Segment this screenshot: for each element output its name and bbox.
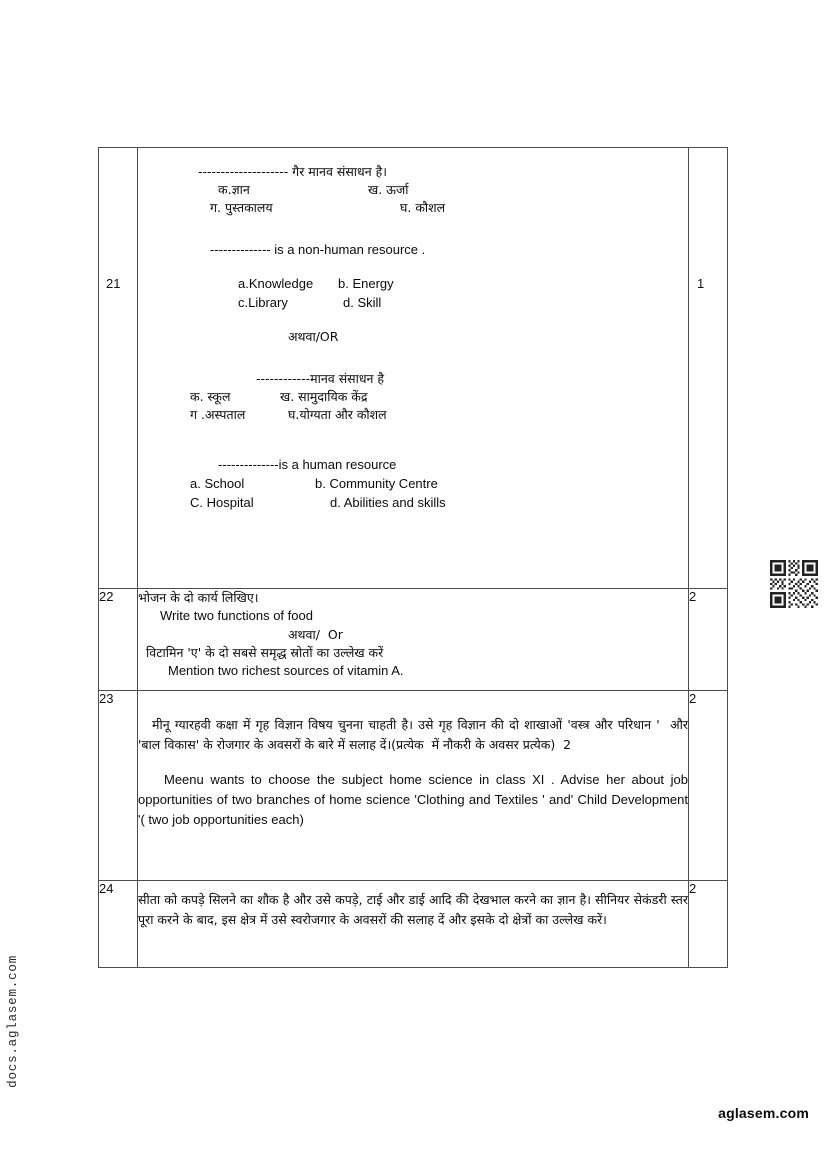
marks-value: 2 [689,589,697,604]
q21-alt-hindi-options-row-1: क. स्कूल ख. सामुदायिक केंद्र [138,388,688,406]
table-row: 22 भोजन के दो कार्य लिखिए। Write two fun… [98,588,728,691]
q21-alt-english-options-row-1: a. School b. Community Centre [138,475,688,494]
question-number: 21 [106,276,121,291]
marks-value: 2 [689,881,697,896]
table-row: 21 -------------------- गैर मानव संसाधन … [98,147,728,589]
q21-alt-english-stem: --------------is a human resource [218,457,397,473]
q21-hindi-option-a: क.ज्ञान [218,182,250,198]
question-body-cell: भोजन के दो कार्य लिखिए। Write two functi… [137,588,689,691]
q21-english-option-d: d. Skill [343,295,382,311]
q23-hindi-paragraph: मीनू ग्यारहवी कक्षा में गृह विज्ञान विषय… [138,717,692,752]
question-body-cell: -------------------- गैर मानव संसाधन है।… [137,147,689,589]
question-number-cell: 22 [98,588,138,691]
q21-english-options-row-1: a.Knowledge b. Energy [138,275,688,294]
question-number: 23 [99,691,114,706]
q21-alt-hindi-option-a: क. स्कूल [190,389,231,405]
q21-alt-hindi-stem: ------------मानव संसाधन है [256,371,385,387]
side-watermark: docs.aglasem.com [6,955,20,1088]
q21-english-stem: -------------- is a non-human resource . [210,242,426,258]
q21-hindi-option-d: घ. कौशल [400,200,446,216]
q21-hindi-option-b: ख. ऊर्जा [368,182,409,198]
marks-cell: 1 [688,147,728,589]
q21-alt-english-option-a: a. School [190,476,245,492]
q21-alt-english-option-b: b. Community Centre [315,476,438,492]
q21-english-option-a: a.Knowledge [238,276,314,292]
table-row: 23 मीनू ग्यारहवी कक्षा में गृह विज्ञान व… [98,690,728,881]
q21-alt-hindi-option-b: ख. सामुदायिक केंद्र [280,389,368,405]
q22-hindi-line-1: भोजन के दो कार्य लिखिए। [138,590,259,605]
q21-alt-english-option-d: d. Abilities and skills [330,495,446,511]
question-body-cell: सीता को कपड़े सिलने का शौक है और उसे कपड… [137,880,692,968]
q24-hindi-paragraph: सीता को कपड़े सिलने का शौक है और उसे कपड… [138,892,692,928]
brand-footer: aglasem.com [718,1105,809,1121]
q21-hindi-options-row-1: क.ज्ञान ख. ऊर्जा [138,181,688,199]
q21-alt-hindi-option-c: ग .अस्पताल [190,407,246,423]
marks-value: 1 [697,276,705,291]
q21-english-option-b: b. Energy [338,276,394,292]
q21-alt-english-options-row-2: C. Hospital d. Abilities and skills [138,494,688,513]
q21-english-options-row-2: c.Library d. Skill [138,294,688,313]
q22-english-line-1: Write two functions of food [160,608,313,624]
q21-alt-hindi-options-row-2: ग .अस्पताल घ.योग्यता और कौशल [138,406,688,424]
q21-or-divider: अथवा/OR [288,328,339,344]
q21-hindi-option-c: ग. पुस्तकालय [210,200,273,216]
q23-english-paragraph: Meenu wants to choose the subject home s… [138,772,692,828]
question-number-cell: 23 [98,690,138,881]
marks-value: 2 [689,691,697,706]
q22-english-line-2: Mention two richest sources of vitamin A… [168,663,404,679]
question-number-cell: 24 [98,880,138,968]
question-number: 24 [99,881,114,896]
question-body-cell: मीनू ग्यारहवी कक्षा में गृह विज्ञान विषय… [137,690,692,881]
marks-cell: 2 [688,588,728,691]
q22-or-divider: अथवा/ Or [288,626,343,642]
q21-hindi-options-row-2: ग. पुस्तकालय घ. कौशल [138,199,688,217]
marks-cell: 2 [688,880,728,968]
question-number-cell: 21 [98,147,138,589]
questions-table: 21 -------------------- गैर मानव संसाधन … [98,147,728,968]
marks-cell: 2 [688,690,728,881]
q21-alt-english-option-c: C. Hospital [190,495,254,511]
qr-code [770,560,818,608]
q21-alt-hindi-option-d: घ.योग्यता और कौशल [288,407,387,423]
question-number: 22 [99,589,114,604]
q21-english-option-c: c.Library [238,295,288,311]
table-row: 24 सीता को कपड़े सिलने का शौक है और उसे … [98,880,728,968]
q22-hindi-line-2: विटामिन 'ए' के दो सबसे समृद्ध स्रोतों का… [146,645,384,661]
q21-hindi-stem: -------------------- गैर मानव संसाधन है। [198,164,387,179]
